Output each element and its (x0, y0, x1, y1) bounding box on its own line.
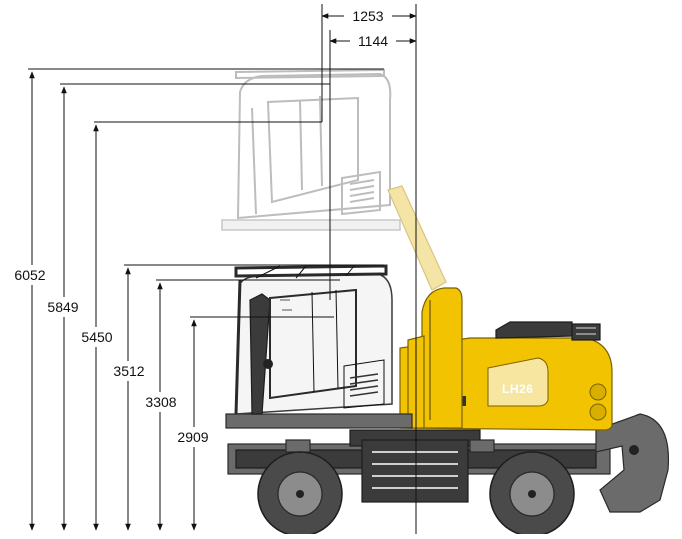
reference-line (94, 4, 417, 534)
dimension-label-3512: 3512 (113, 363, 144, 379)
lift-arm (407, 287, 463, 429)
dimension-label-5450: 5450 (81, 329, 112, 345)
model-logo: LH26 (502, 382, 533, 396)
dimension-label-1144: 1144 (358, 33, 388, 49)
dimension-label-1253: 1253 (352, 8, 383, 24)
raised-cab-vents (349, 179, 375, 203)
cab (225, 264, 413, 429)
rear-stabilizer (595, 413, 670, 513)
cab-vents (349, 373, 379, 397)
dimension-label-3308: 3308 (145, 394, 176, 410)
lift-arm-ghost (387, 185, 447, 291)
rear-wheel (489, 451, 575, 537)
dimension-label-6052: 6052 (14, 267, 45, 283)
horizontal-dimension-1253: 1253 (321, 7, 417, 25)
vertical-dimension-2909: 2909 (172, 316, 334, 531)
vertical-dimension-3512: 3512 (108, 264, 384, 531)
vertical-dimension-6052: 6052 (8, 68, 384, 531)
front-wheel (257, 451, 343, 537)
dimension-label-5849: 5849 (47, 299, 78, 315)
horizontal-dimension-1144: 1144 (329, 32, 417, 50)
vertical-dimension-3308: 3308 (140, 279, 340, 531)
vertical-dimension-5849: 5849 (42, 83, 330, 531)
vertical-dimension-5450: 5450 (76, 124, 118, 531)
dimension-label-2909: 2909 (177, 429, 208, 445)
raised-cab-ghost (221, 68, 447, 291)
